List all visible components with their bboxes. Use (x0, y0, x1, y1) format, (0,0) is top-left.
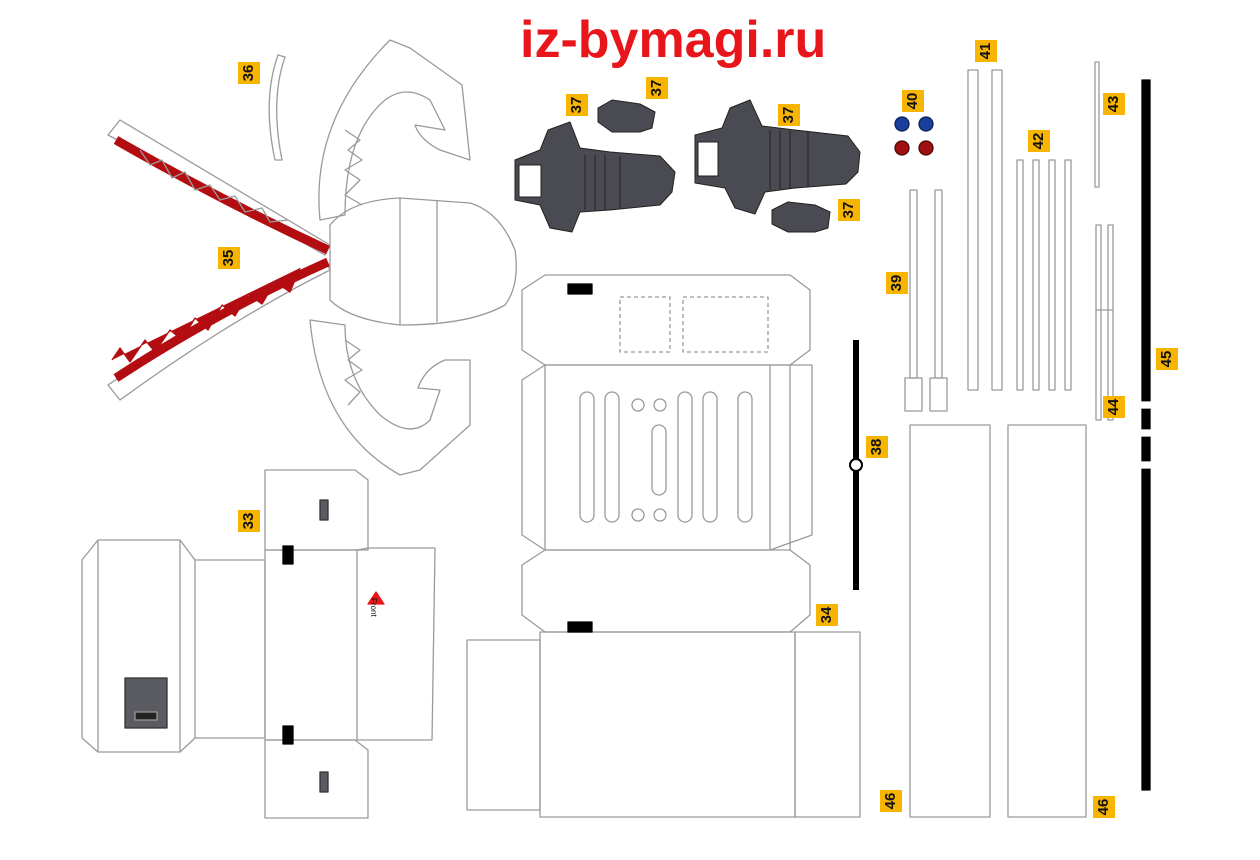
part-40-dot-2 (918, 116, 934, 132)
part-36-shape (268, 54, 286, 161)
label-37a: 37 (566, 94, 588, 116)
part-34-slot-1 (567, 283, 593, 295)
part-35-shape (107, 39, 517, 476)
label-46b: 46 (1093, 796, 1115, 818)
label-39: 39 (886, 272, 908, 294)
label-35: 35 (218, 247, 240, 269)
part-44-shape (1095, 224, 1114, 421)
label-42: 42 (1028, 130, 1050, 152)
part-46-panel-1 (909, 424, 991, 818)
label-36: 36 (238, 62, 260, 84)
front-label: Front (369, 598, 378, 617)
label-33: 33 (238, 510, 260, 532)
part-40-dot-1 (894, 116, 910, 132)
label-37d: 37 (838, 199, 860, 221)
part-34-slot-2 (567, 621, 593, 633)
label-40: 40 (902, 90, 924, 112)
label-41: 41 (975, 40, 997, 62)
part-39-shape (904, 189, 948, 412)
part-46-panel-2 (1007, 424, 1087, 818)
part-42-shape (1016, 159, 1072, 391)
label-37c: 37 (778, 104, 800, 126)
label-45: 45 (1156, 348, 1178, 370)
label-46a: 46 (880, 790, 902, 812)
part-35-tongue-lower (113, 257, 330, 382)
site-title: iz-bymagi.ru (520, 11, 827, 69)
part-41-shape (967, 69, 1003, 391)
part-35-tongue-upper (113, 136, 330, 255)
part-43-shape (1094, 61, 1100, 188)
label-34: 34 (816, 604, 838, 626)
part-34-shape (466, 274, 861, 818)
part-35-teeth (111, 267, 301, 363)
label-37b: 37 (646, 77, 668, 99)
label-44: 44 (1103, 396, 1125, 418)
part-40-dot-3 (894, 140, 910, 156)
label-43: 43 (1103, 93, 1125, 115)
part-33-shape (81, 469, 436, 819)
label-38: 38 (866, 436, 888, 458)
part-40-dot-4 (918, 140, 934, 156)
front-triangle-icon (367, 591, 385, 605)
